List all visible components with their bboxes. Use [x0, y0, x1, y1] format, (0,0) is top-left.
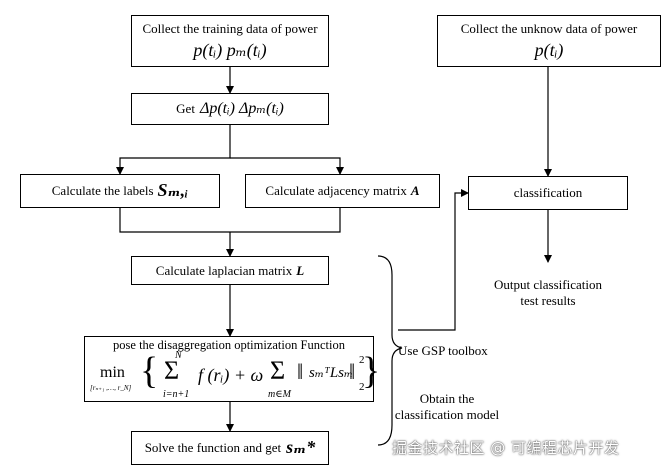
norm-sup: 2	[359, 354, 365, 366]
sum2-bottom: m∈M	[268, 389, 291, 400]
min-label: min	[100, 364, 125, 381]
optimization-box: pose the disaggregation optimization Fun…	[84, 336, 380, 402]
laplacian-box: Calculate laplacian matrix L	[131, 256, 329, 285]
output-line1: Output classification	[494, 277, 602, 292]
watermark: 掘金技术社区 @ 可编程芯片开发	[392, 439, 620, 457]
left-brace: {	[140, 350, 159, 392]
laplacian-title: Calculate laplacian matrix	[155, 262, 293, 278]
collect-unknown-formula: p(tᵢ)	[534, 39, 564, 60]
sum-top: N	[175, 350, 182, 361]
classification-title: classification	[513, 185, 583, 201]
solve-formula: sₘ*	[286, 437, 316, 458]
norm-right-bars: ‖	[349, 359, 356, 384]
labels-formula: Sₘ,ᵢ	[157, 180, 189, 201]
adjacency-title: Calculate adjacency matrix	[265, 183, 407, 199]
solve-title: Solve the function and get	[144, 440, 282, 456]
collect-unknown-box: Collect the unknow data of power p(tᵢ)	[437, 15, 661, 67]
collect-unknown-title: Collect the unknow data of power	[460, 20, 638, 36]
sum1-symbol: Σ	[164, 356, 180, 385]
split-to-labels-adjacency	[116, 125, 231, 175]
get-delta-prefix: Get	[176, 101, 195, 117]
brace	[377, 255, 403, 446]
obtain-line1: Obtain the	[419, 391, 475, 406]
labels-box: Calculate the labels Sₘ,ᵢ	[20, 174, 220, 208]
get-delta-box: Get Δp(tᵢ) Δpₘ(tᵢ)	[131, 93, 329, 125]
norm-sub: 2	[359, 381, 365, 393]
norm-body: sₘᵀLsₘ	[309, 365, 354, 381]
sum2-symbol: Σ	[270, 356, 286, 385]
sum-bottom: i=n+1	[163, 389, 190, 400]
arrow-gsp-to-classification	[398, 189, 469, 331]
get-delta-formula: Δp(tᵢ) Δpₘ(tᵢ)	[199, 100, 284, 118]
right-brace: }	[362, 350, 381, 392]
classification-box: classification	[468, 176, 628, 210]
labels-title: Calculate the labels	[51, 183, 154, 199]
split-to-adjacency	[230, 157, 344, 175]
solve-box: Solve the function and get sₘ*	[131, 431, 329, 465]
optimization-title: pose the disaggregation optimization Fun…	[113, 338, 345, 352]
collect-training-title: Collect the training data of power	[142, 20, 318, 36]
obtain-line2: classification model	[394, 407, 500, 423]
obtain-model-label: Obtain the classification model	[382, 391, 512, 424]
output-line2: test results	[520, 293, 576, 309]
laplacian-symbol: L	[296, 262, 305, 278]
term1: f (rᵢ) + ω	[198, 365, 264, 385]
merge-to-laplacian	[119, 208, 341, 233]
collect-training-formula: p(tᵢ) pₘ(tᵢ)	[193, 39, 267, 60]
output-label: Output classification test results	[478, 277, 618, 310]
min-subscript: [rₙ₊₁ ,…, r_N]	[90, 384, 132, 392]
gsp-toolbox-label: Use GSP toolbox	[398, 343, 488, 358]
norm-left-bars: ‖	[297, 359, 304, 384]
adjacency-box: Calculate adjacency matrix A	[245, 174, 440, 208]
adjacency-symbol: A	[410, 183, 420, 199]
optimization-formula: min [rₙ₊₁ ,…, r_N] { N Σ i=n+1 f (rᵢ) + …	[86, 350, 380, 401]
collect-training-box: Collect the training data of power p(tᵢ)…	[131, 15, 329, 67]
